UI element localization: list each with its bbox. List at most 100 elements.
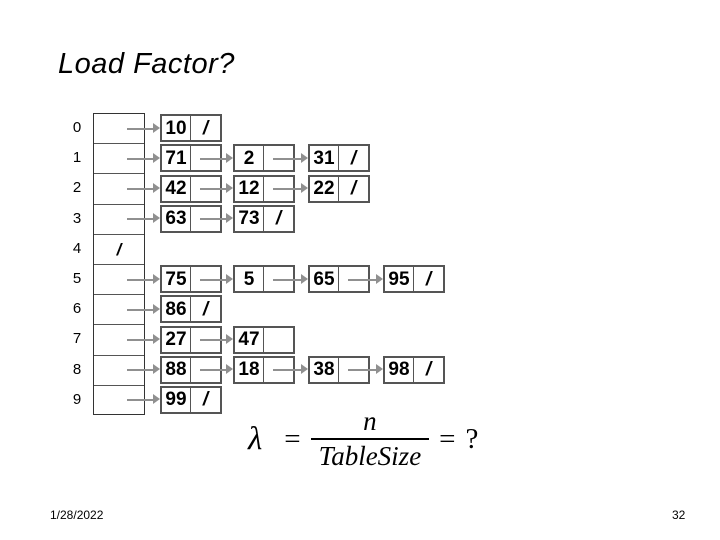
- row-index-6: 6: [72, 300, 82, 318]
- node-key: 73: [235, 206, 264, 231]
- row-index-2: 2: [72, 179, 82, 197]
- node-pointer: [191, 328, 220, 352]
- node-pointer: [264, 267, 293, 291]
- row-index-3: 3: [72, 209, 82, 227]
- null-slash-icon: /: [425, 268, 432, 290]
- arrow-head: [301, 364, 308, 375]
- bucket-9[interactable]: [94, 386, 144, 416]
- fraction: n TableSize: [310, 406, 430, 471]
- fraction-numerator: n: [363, 406, 377, 436]
- list-node-2-1[interactable]: 12: [233, 174, 295, 203]
- node-pointer: [339, 267, 368, 291]
- node-pointer: [339, 358, 368, 382]
- row-index-0: 0: [72, 119, 82, 136]
- null-slash-icon: /: [350, 147, 357, 169]
- bucket-3[interactable]: [94, 205, 144, 235]
- null-slash-icon: /: [202, 298, 209, 320]
- arrow-head: [226, 152, 233, 163]
- node-pointer: /: [339, 146, 368, 170]
- node-pointer: [191, 207, 220, 231]
- list-node-5-3[interactable]: 95/: [383, 265, 445, 294]
- footer-page-number: 32: [672, 508, 686, 522]
- arrow-head: [153, 122, 160, 133]
- node-key: 86: [162, 297, 191, 322]
- null-slash-icon: /: [116, 239, 122, 259]
- list-node-5-2[interactable]: 65: [308, 265, 370, 294]
- bucket-1[interactable]: [94, 144, 144, 175]
- arrow-head: [153, 364, 160, 375]
- list-node-5-0[interactable]: 75: [160, 265, 222, 294]
- row-index-7: 7: [72, 330, 82, 348]
- list-node-2-0[interactable]: 42: [160, 174, 222, 203]
- node-pointer: /: [191, 297, 220, 321]
- node-key: 10: [162, 116, 191, 141]
- null-slash-icon: /: [275, 208, 282, 230]
- node-pointer: /: [264, 207, 293, 231]
- bucket-7[interactable]: [94, 325, 144, 356]
- fraction-denominator: TableSize: [318, 441, 422, 471]
- list-node-5-1[interactable]: 5: [233, 265, 295, 294]
- arrow-head: [226, 334, 233, 344]
- node-pointer: [191, 177, 220, 201]
- node-pointer: /: [191, 116, 220, 140]
- list-node-1-0[interactable]: 71: [160, 144, 222, 173]
- footer-date: 1/28/2022: [50, 508, 104, 522]
- arrow-head: [226, 183, 233, 193]
- arrow-head: [301, 152, 308, 163]
- fraction-bar: [310, 438, 430, 440]
- list-node-2-2[interactable]: 22/: [308, 174, 370, 203]
- list-node-3-0[interactable]: 63: [160, 204, 222, 233]
- bucket-2[interactable]: [94, 174, 144, 205]
- row-index-8: 8: [72, 360, 82, 378]
- node-key: 27: [162, 327, 191, 352]
- arrow-head: [153, 273, 160, 284]
- bucket-8[interactable]: [94, 356, 144, 386]
- bucket-4[interactable]: /: [94, 235, 144, 265]
- list-node-7-1[interactable]: 47: [233, 325, 295, 354]
- list-node-0-0[interactable]: 10 /: [160, 114, 222, 143]
- node-key: 42: [162, 176, 191, 201]
- arrow-head: [153, 303, 160, 314]
- list-node-8-3[interactable]: 98 /: [383, 355, 445, 384]
- node-key: 31: [310, 146, 339, 171]
- null-slash-icon: /: [425, 359, 432, 381]
- node-pointer: /: [191, 388, 220, 412]
- node-key: 18: [235, 357, 264, 382]
- node-key: 38: [310, 357, 339, 382]
- bucket-5[interactable]: [94, 265, 144, 296]
- arrow-head: [226, 273, 233, 284]
- list-node-9-0[interactable]: 99/: [160, 385, 222, 414]
- list-node-1-2[interactable]: 31 /: [308, 144, 370, 173]
- node-key: 98: [385, 357, 414, 382]
- node-pointer: [191, 358, 220, 382]
- node-pointer: [264, 146, 293, 170]
- arrow-head: [226, 364, 233, 375]
- null-slash-icon: /: [202, 117, 209, 139]
- row-index-4: 4: [72, 239, 82, 257]
- null-slash-icon: /: [350, 178, 357, 199]
- node-key: 47: [235, 327, 264, 352]
- list-node-1-1[interactable]: 2: [233, 144, 295, 173]
- list-node-3-1[interactable]: 73 /: [233, 204, 295, 233]
- list-node-8-0[interactable]: 88: [160, 355, 222, 384]
- node-key: 99: [162, 387, 191, 412]
- list-node-7-0[interactable]: 27: [160, 325, 222, 354]
- question-mark: ?: [465, 422, 479, 455]
- node-pointer: /: [414, 358, 443, 382]
- node-pointer: [264, 328, 293, 352]
- list-node-8-1[interactable]: 18: [233, 355, 295, 384]
- bucket-6[interactable]: [94, 295, 144, 326]
- node-key: 2: [235, 146, 264, 171]
- arrow-head: [376, 364, 383, 375]
- bucket-0[interactable]: [94, 114, 144, 145]
- row-index-5: 5: [72, 270, 82, 287]
- list-node-6-0[interactable]: 86 /: [160, 295, 222, 324]
- arrow-head: [153, 334, 160, 344]
- node-key: 63: [162, 206, 191, 231]
- node-pointer: [264, 358, 293, 382]
- list-node-8-2[interactable]: 38: [308, 355, 370, 384]
- load-factor-formula: λ = n TableSize = ?: [248, 408, 478, 470]
- node-pointer: [191, 267, 220, 291]
- node-pointer: [264, 177, 293, 201]
